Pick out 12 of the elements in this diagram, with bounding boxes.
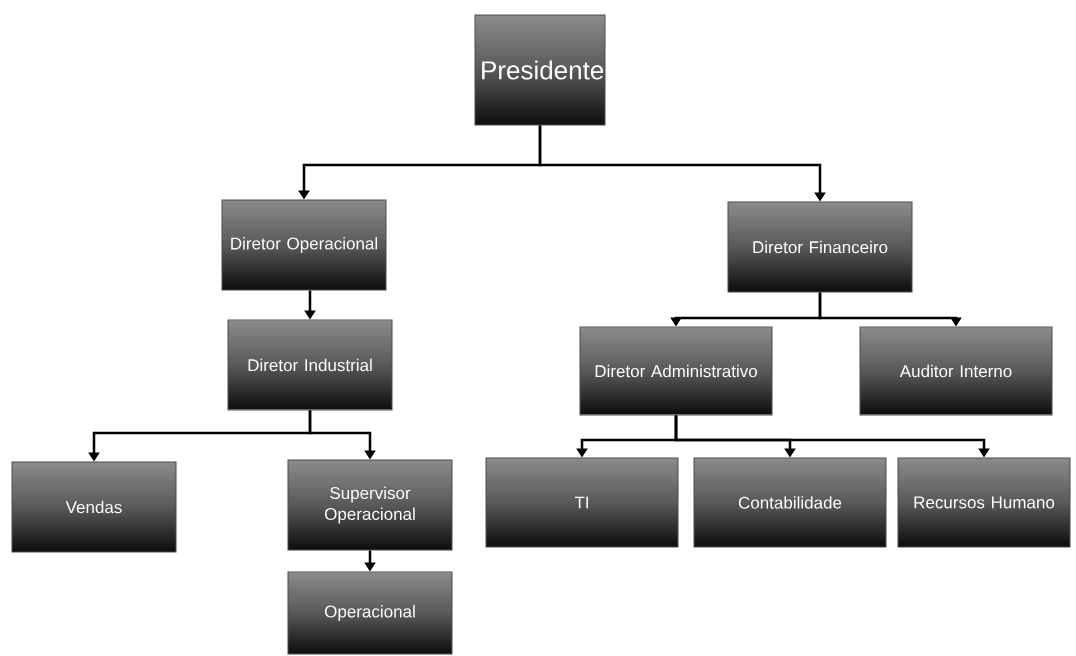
org-box: Operacional: [287, 571, 453, 655]
org-box: Diretor Industrial: [227, 319, 393, 411]
org-box: Supervisor Operacional: [287, 459, 453, 551]
org-box: Diretor Financeiro: [727, 201, 913, 293]
org-box: Contabilidade: [693, 457, 887, 548]
org-box: Diretor Operacional: [221, 199, 387, 291]
org-box: Presidente: [474, 14, 606, 126]
org-box: TI: [485, 457, 679, 548]
org-box: Recursos Humano: [897, 457, 1071, 548]
org-box: Vendas: [11, 461, 177, 553]
org-box: Diretor Administrativo: [579, 326, 773, 416]
org-box: Auditor Interno: [859, 326, 1053, 416]
